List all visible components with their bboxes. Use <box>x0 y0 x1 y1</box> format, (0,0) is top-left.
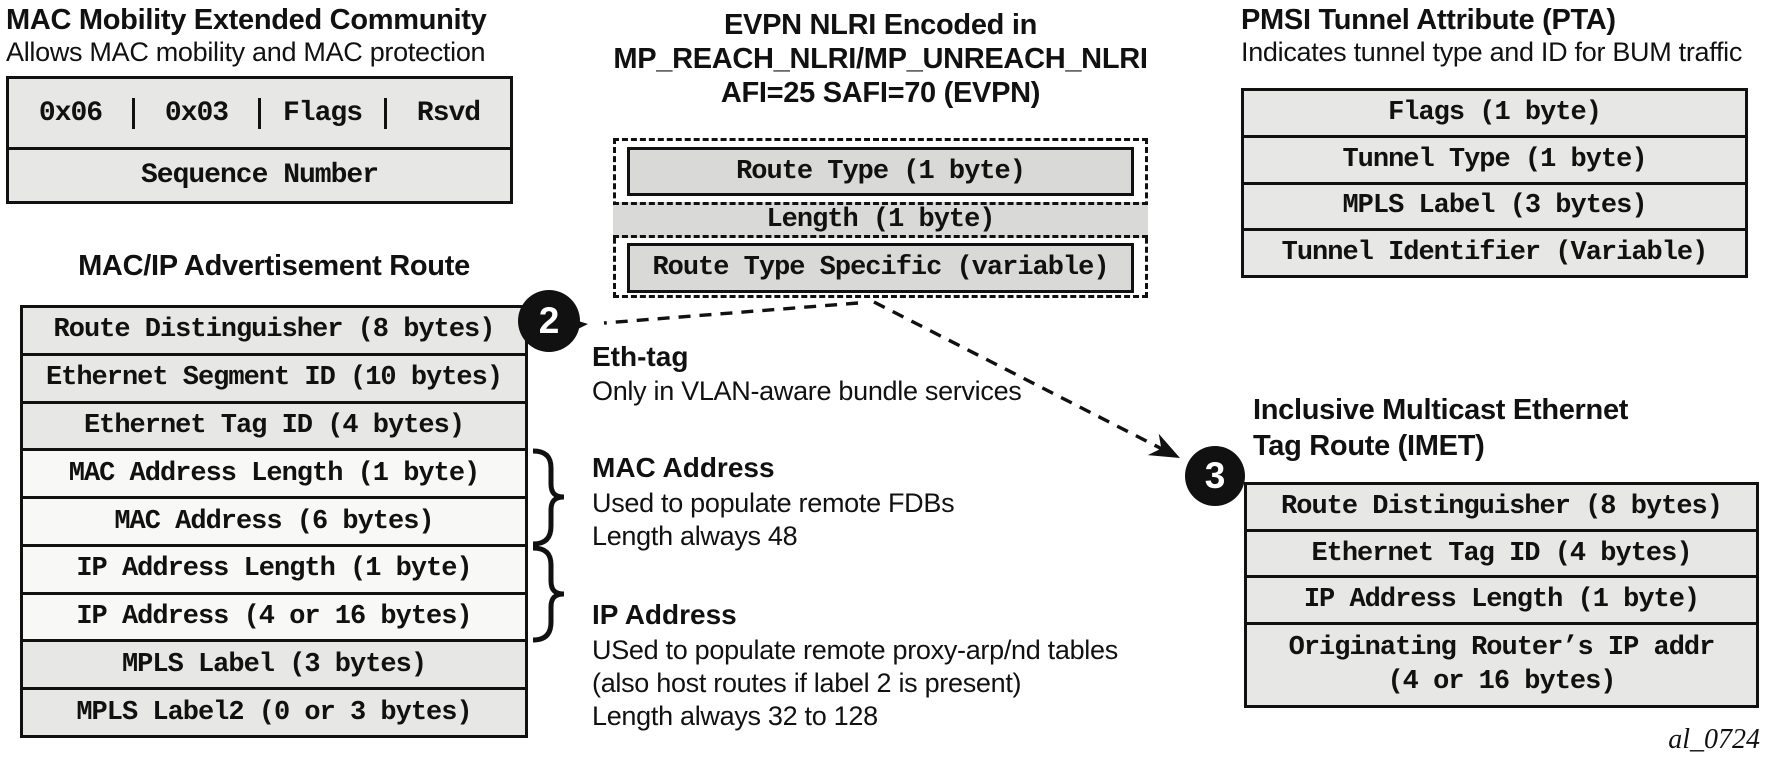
mac-mobility-title: MAC Mobility Extended Community <box>6 4 487 36</box>
imet-orig-router-line1: Originating Router’s IP addr <box>1288 633 1716 663</box>
dashed-arrow-to-2 <box>603 301 859 325</box>
table-row: MPLS Label2 (0 or 3 bytes) <box>23 690 525 736</box>
arrowhead-right-icon <box>1147 433 1180 458</box>
brace-mac-rows-icon <box>532 448 565 547</box>
table-row: Ethernet Tag ID (4 bytes) <box>23 403 525 452</box>
mac-mobility-cell-flags: Flags <box>261 97 387 129</box>
ip-address-line2: (also host routes if label 2 is present) <box>592 668 1022 698</box>
evpn-nlri-title-line1: EVPN NLRI Encoded in <box>723 9 1038 41</box>
table-row: Flags (1 byte) <box>1244 91 1745 138</box>
mac-mobility-row-sequence: Sequence Number <box>9 150 510 201</box>
brace-ip-rows-icon <box>532 545 565 643</box>
ip-address-line3: Length always 32 to 128 <box>592 701 878 731</box>
table-row: Tunnel Type (1 byte) <box>1244 137 1745 185</box>
mac-address-line1: Used to populate remote FDBs <box>592 488 955 518</box>
table-row: MAC Address (6 bytes) <box>23 499 525 547</box>
pmsi-subtitle: Indicates tunnel type and ID for BUM tra… <box>1241 37 1743 67</box>
evpn-nlri-box: Route Type (1 byte) Length (1 byte) Rout… <box>613 138 1148 298</box>
mac-ip-route-title: MAC/IP Advertisement Route <box>78 250 470 282</box>
evpn-row-route-type: Route Type (1 byte) <box>627 147 1134 196</box>
evpn-nlri-title-line2: MP_REACH_NLRI/MP_UNREACH_NLRI <box>613 43 1148 75</box>
table-row: Route Distinguisher (8 bytes) <box>23 308 525 356</box>
mac-address-line2: Length always 48 <box>592 521 798 551</box>
marker-3-badge: 3 <box>1185 446 1245 506</box>
evpn-nlri-title: EVPN NLRI Encoded in MP_REACH_NLRI/MP_UN… <box>613 8 1148 110</box>
mac-mobility-table: 0x06 0x03 Flags Rsvd Sequence Number <box>6 76 513 204</box>
ip-address-heading: IP Address <box>592 599 737 630</box>
imet-title-line1: Inclusive Multicast Ethernet <box>1253 394 1629 426</box>
imet-title: Inclusive Multicast Ethernet Tag Route (… <box>1253 392 1628 464</box>
imet-title-line2: Tag Route (IMET) <box>1253 430 1485 462</box>
table-row: Route Distinguisher (8 bytes) <box>1247 485 1756 532</box>
mac-mobility-row1: 0x06 0x03 Flags Rsvd <box>9 79 510 151</box>
table-row: IP Address Length (1 byte) <box>1247 578 1756 625</box>
mac-mobility-cell-rsvd: Rsvd <box>416 97 481 129</box>
evpn-row-length: Length (1 byte) <box>613 202 1148 238</box>
table-row: Originating Router’s IP addr (4 or 16 by… <box>1247 625 1756 705</box>
marker-2-badge: 2 <box>518 290 580 352</box>
evpn-nlri-title-line3: AFI=25 SAFI=70 (EVPN) <box>720 77 1041 109</box>
mac-mobility-cell-type: 0x06 <box>9 97 135 129</box>
mac-mobility-cell-subtype: 0x03 <box>135 97 261 129</box>
table-row: MAC Address Length (1 byte) <box>23 451 525 500</box>
evpn-row-route-type-specific: Route Type Specific (variable) <box>627 243 1134 293</box>
table-row: Ethernet Tag ID (4 bytes) <box>1247 532 1756 578</box>
table-row: IP Address (4 or 16 bytes) <box>23 594 525 643</box>
pmsi-title: PMSI Tunnel Attribute (PTA) <box>1241 4 1616 36</box>
mac-address-heading: MAC Address <box>592 452 775 483</box>
ip-address-line1: USed to populate remote proxy-arp/nd tab… <box>592 635 1118 665</box>
pmsi-table: Flags (1 byte) Tunnel Type (1 byte) MPLS… <box>1241 88 1748 278</box>
eth-tag-heading: Eth-tag <box>592 341 689 372</box>
table-row: IP Address Length (1 byte) <box>23 546 525 595</box>
table-row: Tunnel Identifier (Variable) <box>1244 231 1745 275</box>
table-row: Ethernet Segment ID (10 bytes) <box>23 355 525 404</box>
table-row: MPLS Label (3 bytes) <box>1244 184 1745 232</box>
mac-ip-route-table: Route Distinguisher (8 bytes) Ethernet S… <box>20 305 528 738</box>
mac-mobility-subtitle: Allows MAC mobility and MAC protection <box>6 37 486 67</box>
eth-tag-body: Only in VLAN-aware bundle services <box>592 376 1022 406</box>
imet-table: Route Distinguisher (8 bytes) Ethernet T… <box>1244 482 1759 708</box>
imet-orig-router-line2: (4 or 16 bytes) <box>1387 667 1616 697</box>
table-row: MPLS Label (3 bytes) <box>23 642 525 691</box>
figure-signature: al_0724 <box>1668 724 1760 755</box>
